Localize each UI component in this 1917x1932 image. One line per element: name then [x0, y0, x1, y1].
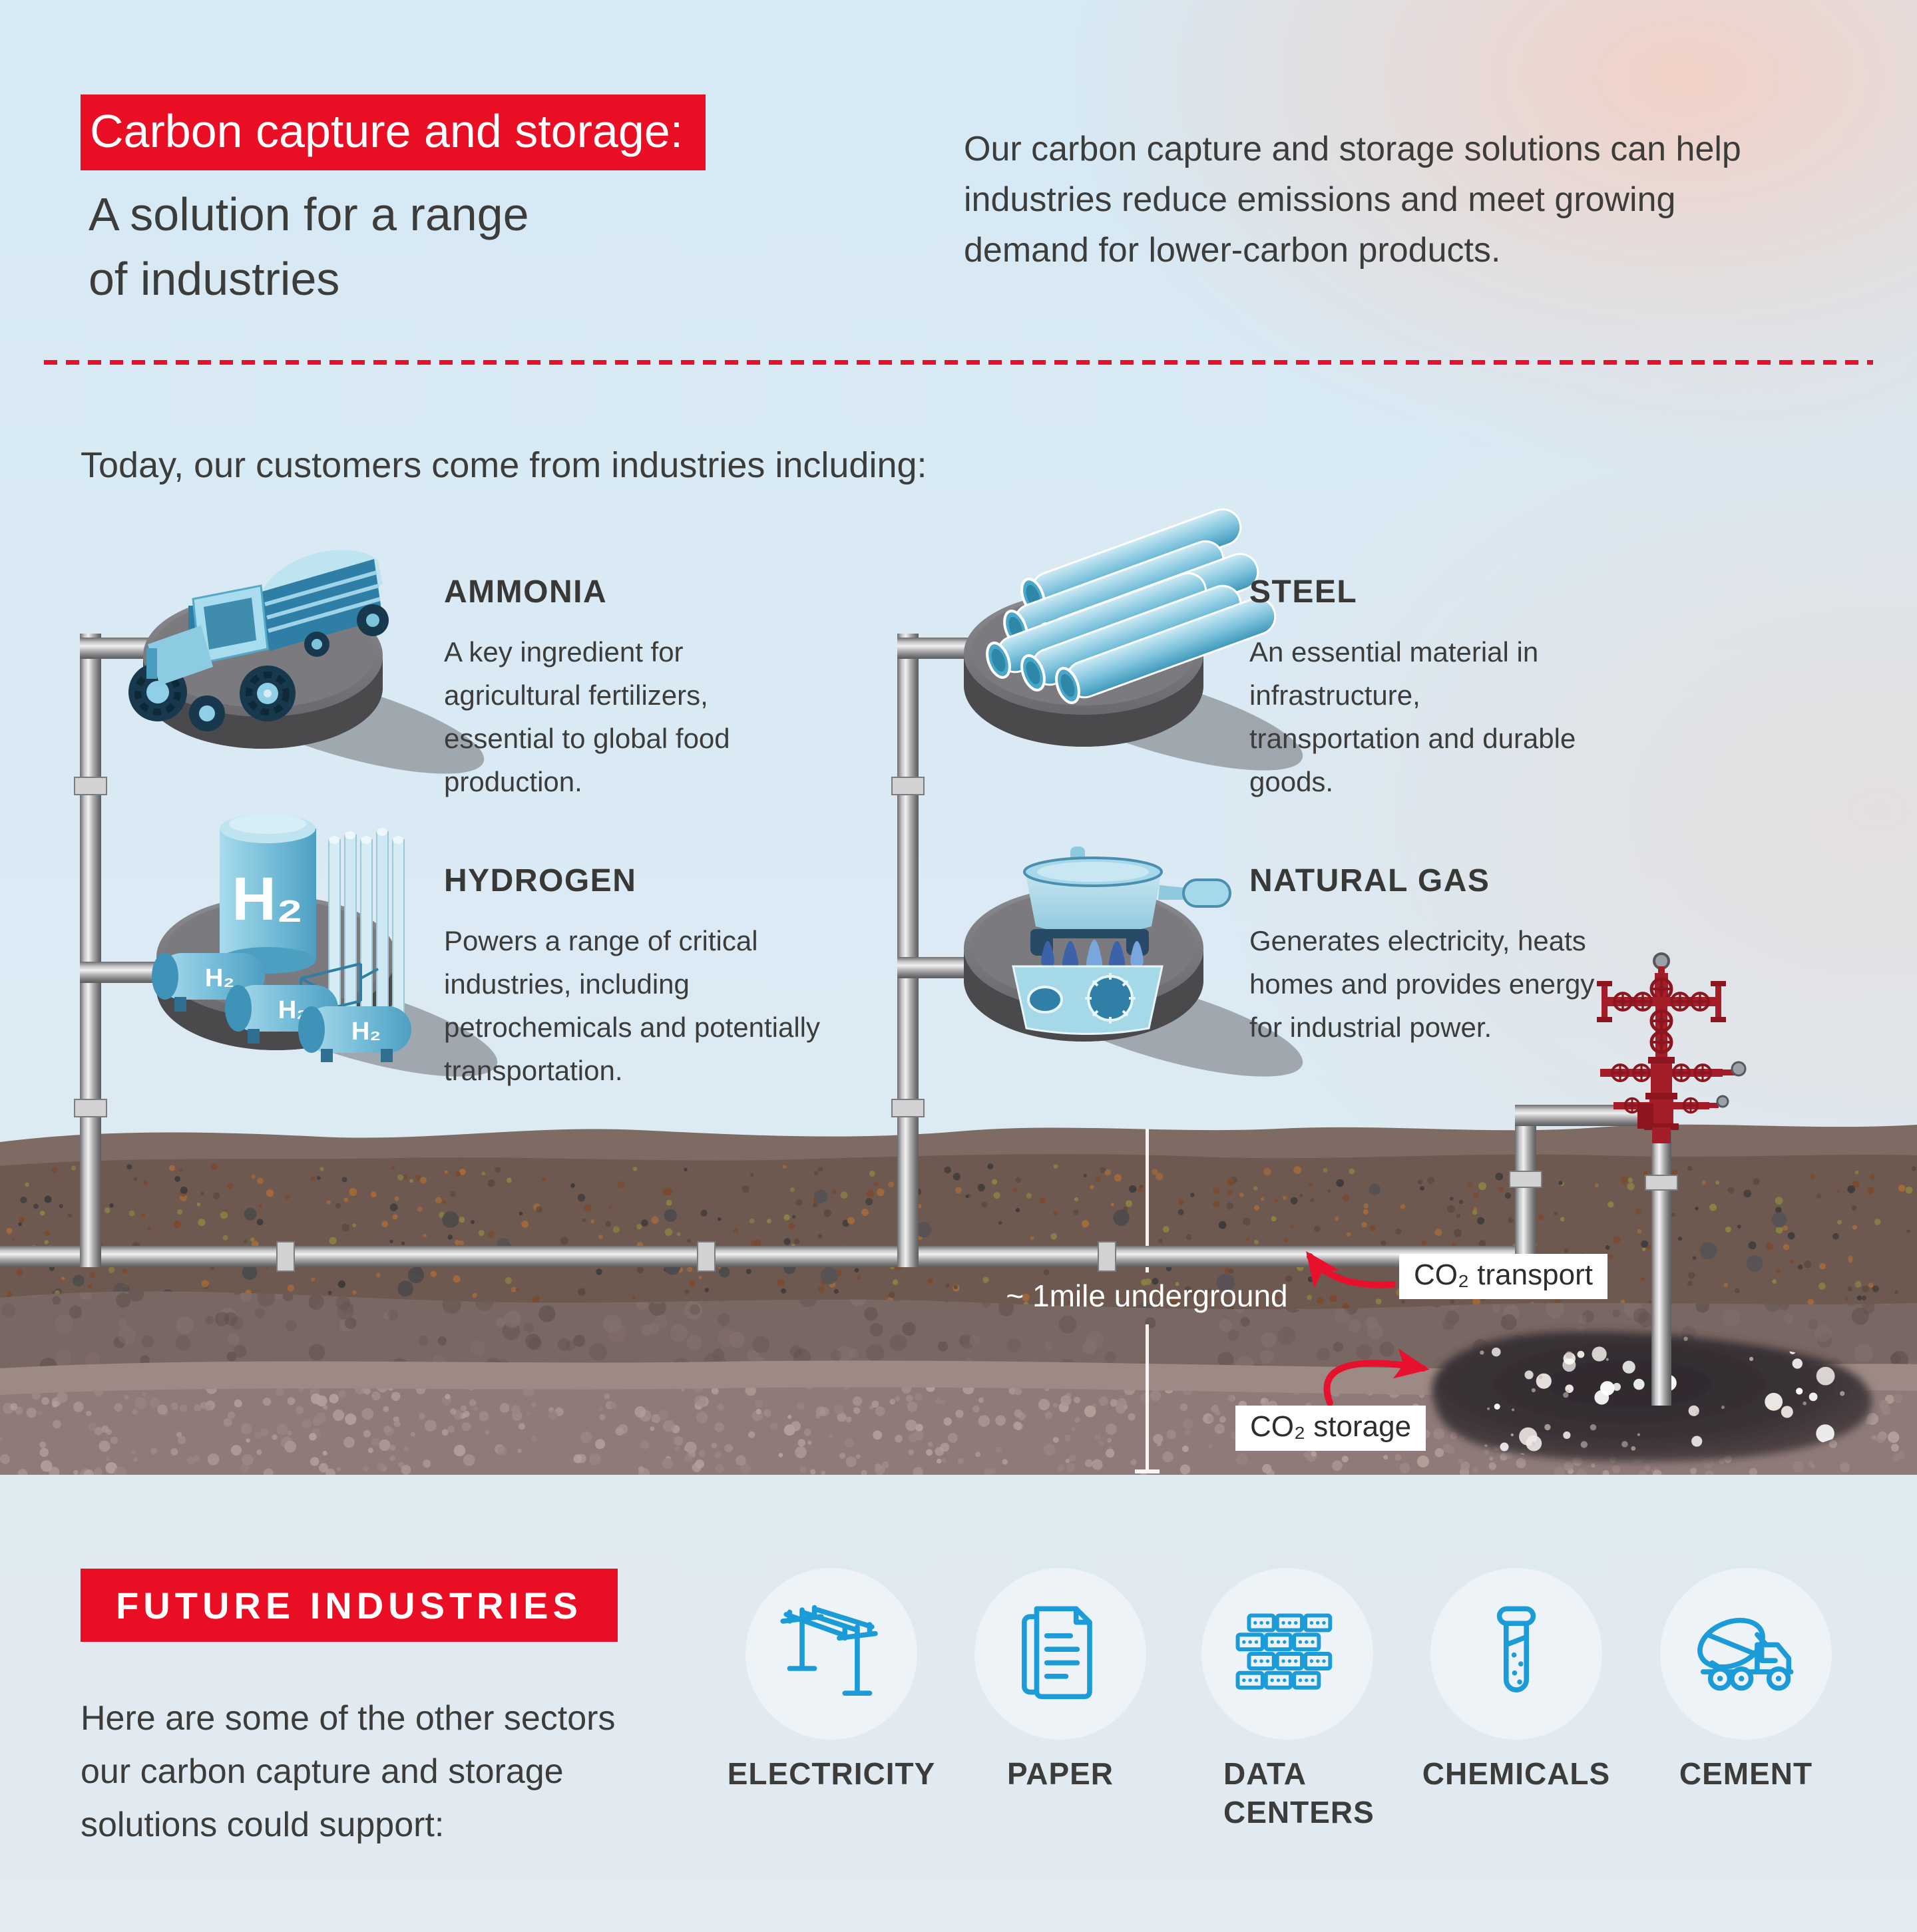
right-vertical-pipe — [897, 634, 919, 1267]
natural-gas-platform — [964, 847, 1303, 1077]
h2-small-tank-label: H₂ — [205, 964, 234, 992]
co2-pipeline-network — [0, 634, 1641, 1272]
industry-natural-gas: NATURAL GAS Generates electricity, heats… — [1249, 863, 1596, 1049]
page-header: Carbon capture and storage: A solution f… — [81, 95, 706, 311]
co2-storage-label: CO₂ storage — [1235, 1406, 1426, 1451]
industry-steel-name: STEEL — [1249, 574, 1358, 610]
subtitle-line-2: of industries — [89, 253, 340, 305]
co2-storage-reservoir — [1432, 1331, 1872, 1462]
sector-label-data-centers: DATA CENTERS — [1223, 1756, 1375, 1830]
subtitle-line-1: A solution for a range — [89, 188, 529, 240]
intro-paragraph: Our carbon capture and storage solutions… — [964, 130, 1741, 270]
server-racks-icon — [1214, 1581, 1361, 1727]
co2-transport-arrow — [1306, 1251, 1396, 1288]
sector-label-electricity: ELECTRICITY — [727, 1756, 936, 1791]
well-bore-pipe — [1651, 1131, 1671, 1406]
depth-label: ~ 1mile underground — [1006, 1278, 1288, 1313]
sector-circle-chemicals — [1430, 1568, 1602, 1740]
ammonia-platform — [128, 550, 485, 774]
wellhead-christmas-tree-icon — [1597, 952, 1747, 1143]
main-underground-pipe — [0, 1246, 1536, 1267]
industry-ammonia-name: AMMONIA — [444, 574, 608, 610]
pipe-flanges — [74, 777, 1542, 1272]
sector-label-paper: PAPER — [1006, 1756, 1114, 1791]
gas-flames — [1041, 940, 1144, 973]
steel-platform — [964, 508, 1303, 771]
sector-circle-data-centers — [1201, 1568, 1373, 1740]
future-industries-description: Here are some of the other sectors our c… — [81, 1699, 616, 1844]
depth-measure-line — [1135, 1129, 1160, 1473]
industry-natural-gas-name: NATURAL GAS — [1249, 863, 1490, 898]
sector-circle-cement — [1660, 1568, 1832, 1740]
wellhead-assembly — [1597, 952, 1747, 1406]
today-heading: Today, our customers come from industrie… — [81, 445, 927, 485]
co2-storage-arrow — [1323, 1348, 1430, 1406]
gas-burner-icon — [1012, 847, 1231, 1035]
left-vertical-pipe — [80, 634, 101, 1267]
future-industries-banner: FUTURE INDUSTRIES — [81, 1569, 618, 1642]
h2-tank-label: H₂ — [232, 865, 303, 933]
paper-document-icon — [1022, 1606, 1092, 1700]
industry-natural-gas-description: Generates electricity, heats homes and p… — [1249, 925, 1595, 1043]
industry-hydrogen-name: HYDROGEN — [444, 863, 637, 898]
h2-small-tank-label: H₂ — [351, 1018, 381, 1046]
tractor-icon — [128, 550, 389, 731]
test-tube-icon — [1496, 1606, 1536, 1692]
sector-label-chemicals: CHEMICALS — [1422, 1756, 1611, 1791]
industry-hydrogen: HYDROGEN Powers a range of critical indu… — [444, 863, 870, 1092]
title-banner: Carbon capture and storage: — [81, 95, 706, 170]
dashed-divider — [44, 360, 1873, 365]
industry-ammonia: AMMONIA A key ingredient for agricultura… — [444, 574, 823, 803]
sector-circle-paper — [974, 1568, 1146, 1740]
co2-bubbles — [1480, 1336, 1845, 1460]
industry-steel-description: An essential material in infrastructure,… — [1249, 636, 1576, 797]
hydrogen-platform: H₂ H₂ H₂ H₂ — [152, 814, 498, 1077]
cement-truck-icon — [1697, 1617, 1794, 1691]
industry-ammonia-description: A key ingredient for agricultural fertil… — [444, 636, 730, 797]
hydrogen-tanks-icon: H₂ H₂ H₂ H₂ — [152, 814, 411, 1062]
industry-steel: STEEL An essential material in infrastru… — [1249, 574, 1582, 803]
steel-pipes-icon — [986, 508, 1277, 704]
industry-hydrogen-description: Powers a range of critical industries, i… — [444, 925, 820, 1086]
power-lines-icon — [780, 1605, 878, 1696]
co2-transport-label: CO₂ transport — [1399, 1254, 1607, 1299]
sector-label-cement: CEMENT — [1679, 1756, 1813, 1791]
sector-circle-electricity — [746, 1568, 917, 1740]
